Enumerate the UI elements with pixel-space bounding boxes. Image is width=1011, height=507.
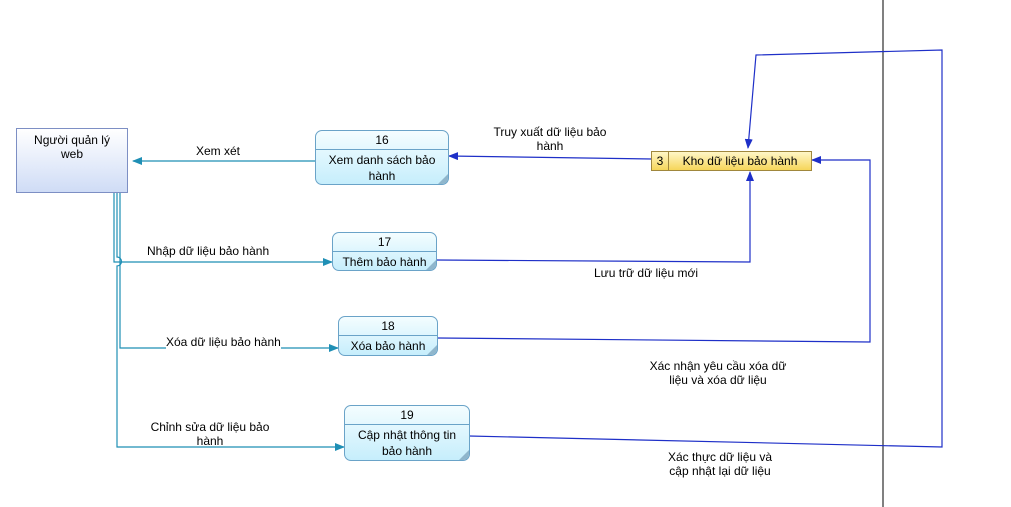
entity-label: Người quản lý web <box>34 133 110 161</box>
data-store-warranty[interactable]: 3 Kho dữ liệu bảo hành <box>651 151 812 171</box>
flow-edit-label: Chỉnh sửa dữ liệu bảo hành <box>150 420 270 448</box>
process-16[interactable]: 16 Xem danh sách bảo hành <box>315 130 449 185</box>
flow-confirm-delete-label: Xác nhận yêu cầu xóa dữ liệu và xóa dữ l… <box>649 359 787 387</box>
flow-retrieve-label: Truy xuất dữ liệu bảo hành <box>493 125 607 153</box>
process-19[interactable]: 19 Cập nhật thông tin bảo hành <box>344 405 470 461</box>
flow-delete-line <box>119 193 339 352</box>
flow-confirm-delete-line <box>437 156 871 343</box>
flow-input-line <box>113 193 333 266</box>
process-17-label: Thêm bảo hành <box>342 255 427 269</box>
process-17-fold <box>426 260 436 270</box>
flow-store-new-label: Lưu trữ dữ liệu mới <box>594 266 698 280</box>
data-store-id: 3 <box>652 152 669 170</box>
process-17[interactable]: 17 Thêm bảo hành <box>332 232 437 271</box>
process-19-number: 19 <box>345 406 469 425</box>
entity-web-manager[interactable]: Người quản lý web <box>16 128 128 193</box>
process-18[interactable]: 18 Xóa bảo hành <box>338 316 438 356</box>
process-19-label: Cập nhật thông tin bảo hành <box>357 428 457 458</box>
process-18-label: Xóa bảo hành <box>350 339 426 353</box>
process-18-number: 18 <box>339 317 437 336</box>
flow-verify-update-line <box>468 49 943 448</box>
process-17-number: 17 <box>333 233 436 252</box>
flow-verify-update-label: Xác thực dữ liệu và cập nhật lại dữ liệu <box>667 450 773 478</box>
flow-view-label: Xem xét <box>196 144 241 158</box>
flow-store-new-line <box>435 171 754 263</box>
process-18-fold <box>427 345 437 355</box>
flow-delete-label: Xóa dữ liệu bảo hành <box>166 335 281 349</box>
flow-input-label: Nhập dữ liệu bảo hành <box>147 244 270 258</box>
flow-retrieve-line <box>448 152 653 161</box>
data-store-label: Kho dữ liệu bảo hành <box>682 154 798 168</box>
process-16-fold <box>438 174 448 184</box>
flow-edit-line <box>116 193 345 451</box>
process-19-fold <box>459 450 469 460</box>
process-16-number: 16 <box>316 131 448 150</box>
process-16-label: Xem danh sách bảo hành <box>328 153 436 183</box>
